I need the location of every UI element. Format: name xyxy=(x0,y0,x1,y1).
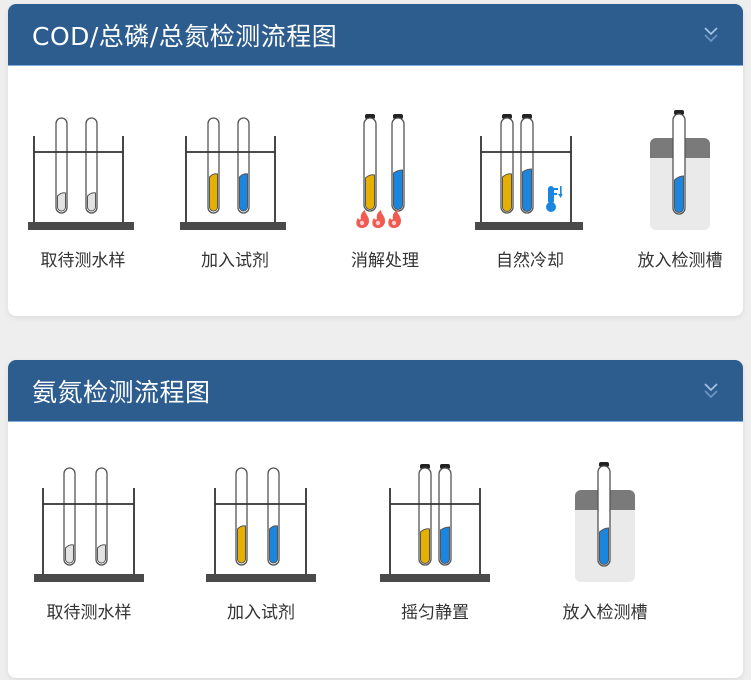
step-label: 放入检测槽 xyxy=(637,251,723,271)
flame-icon xyxy=(356,210,401,228)
rack-cooling-thermometer-icon xyxy=(475,114,583,230)
step-label: 自然冷却 xyxy=(496,251,564,271)
detection-slot-tube-icon xyxy=(650,110,710,230)
section-header[interactable]: 氨氮检测流程图 xyxy=(8,360,743,422)
section-header[interactable]: COD/总磷/总氮检测流程图 xyxy=(8,4,743,66)
thermometer-icon xyxy=(546,186,563,212)
rack-reagent-tubes-icon xyxy=(180,117,286,230)
step-label: 放入检测槽 xyxy=(562,603,648,623)
detection-slot-tube-icon xyxy=(575,462,635,582)
double-chevron-down-icon[interactable] xyxy=(701,380,721,402)
step-place-in-slot: 放入检测槽 xyxy=(605,110,751,271)
step-label: 取待测水样 xyxy=(46,603,132,623)
ammonia-nitrogen-flow-card: 氨氮检测流程图 xyxy=(8,360,743,678)
heated-tubes-flame-icon xyxy=(356,114,405,228)
step-natural-cooling: 自然冷却 xyxy=(455,110,605,271)
step-label: 消解处理 xyxy=(351,251,419,271)
step-label: 取待测水样 xyxy=(40,251,126,271)
step-add-reagent: 加入试剂 xyxy=(160,110,310,271)
step-take-sample: 取待测水样 xyxy=(8,110,158,271)
step-add-reagent: 加入试剂 xyxy=(186,462,336,623)
step-digestion: 消解处理 xyxy=(310,110,460,271)
step-take-sample: 取待测水样 xyxy=(14,462,164,623)
cod-tp-tn-flow-card: COD/总磷/总氮检测流程图 xyxy=(8,4,743,316)
step-shake-and-rest: 摇匀静置 xyxy=(360,462,510,623)
step-place-in-slot: 放入检测槽 xyxy=(530,462,680,623)
double-chevron-down-icon[interactable] xyxy=(701,24,721,46)
step-label: 加入试剂 xyxy=(227,603,295,623)
rack-capped-tubes-icon xyxy=(380,464,490,582)
section-title: 氨氮检测流程图 xyxy=(32,377,211,407)
rack-sample-tubes-icon xyxy=(34,467,144,582)
rack-reagent-tubes-icon xyxy=(206,467,316,582)
step-label: 摇匀静置 xyxy=(401,603,469,623)
rack-sample-tubes-icon xyxy=(28,117,134,230)
step-label: 加入试剂 xyxy=(201,251,269,271)
section-title: COD/总磷/总氮检测流程图 xyxy=(32,21,338,51)
